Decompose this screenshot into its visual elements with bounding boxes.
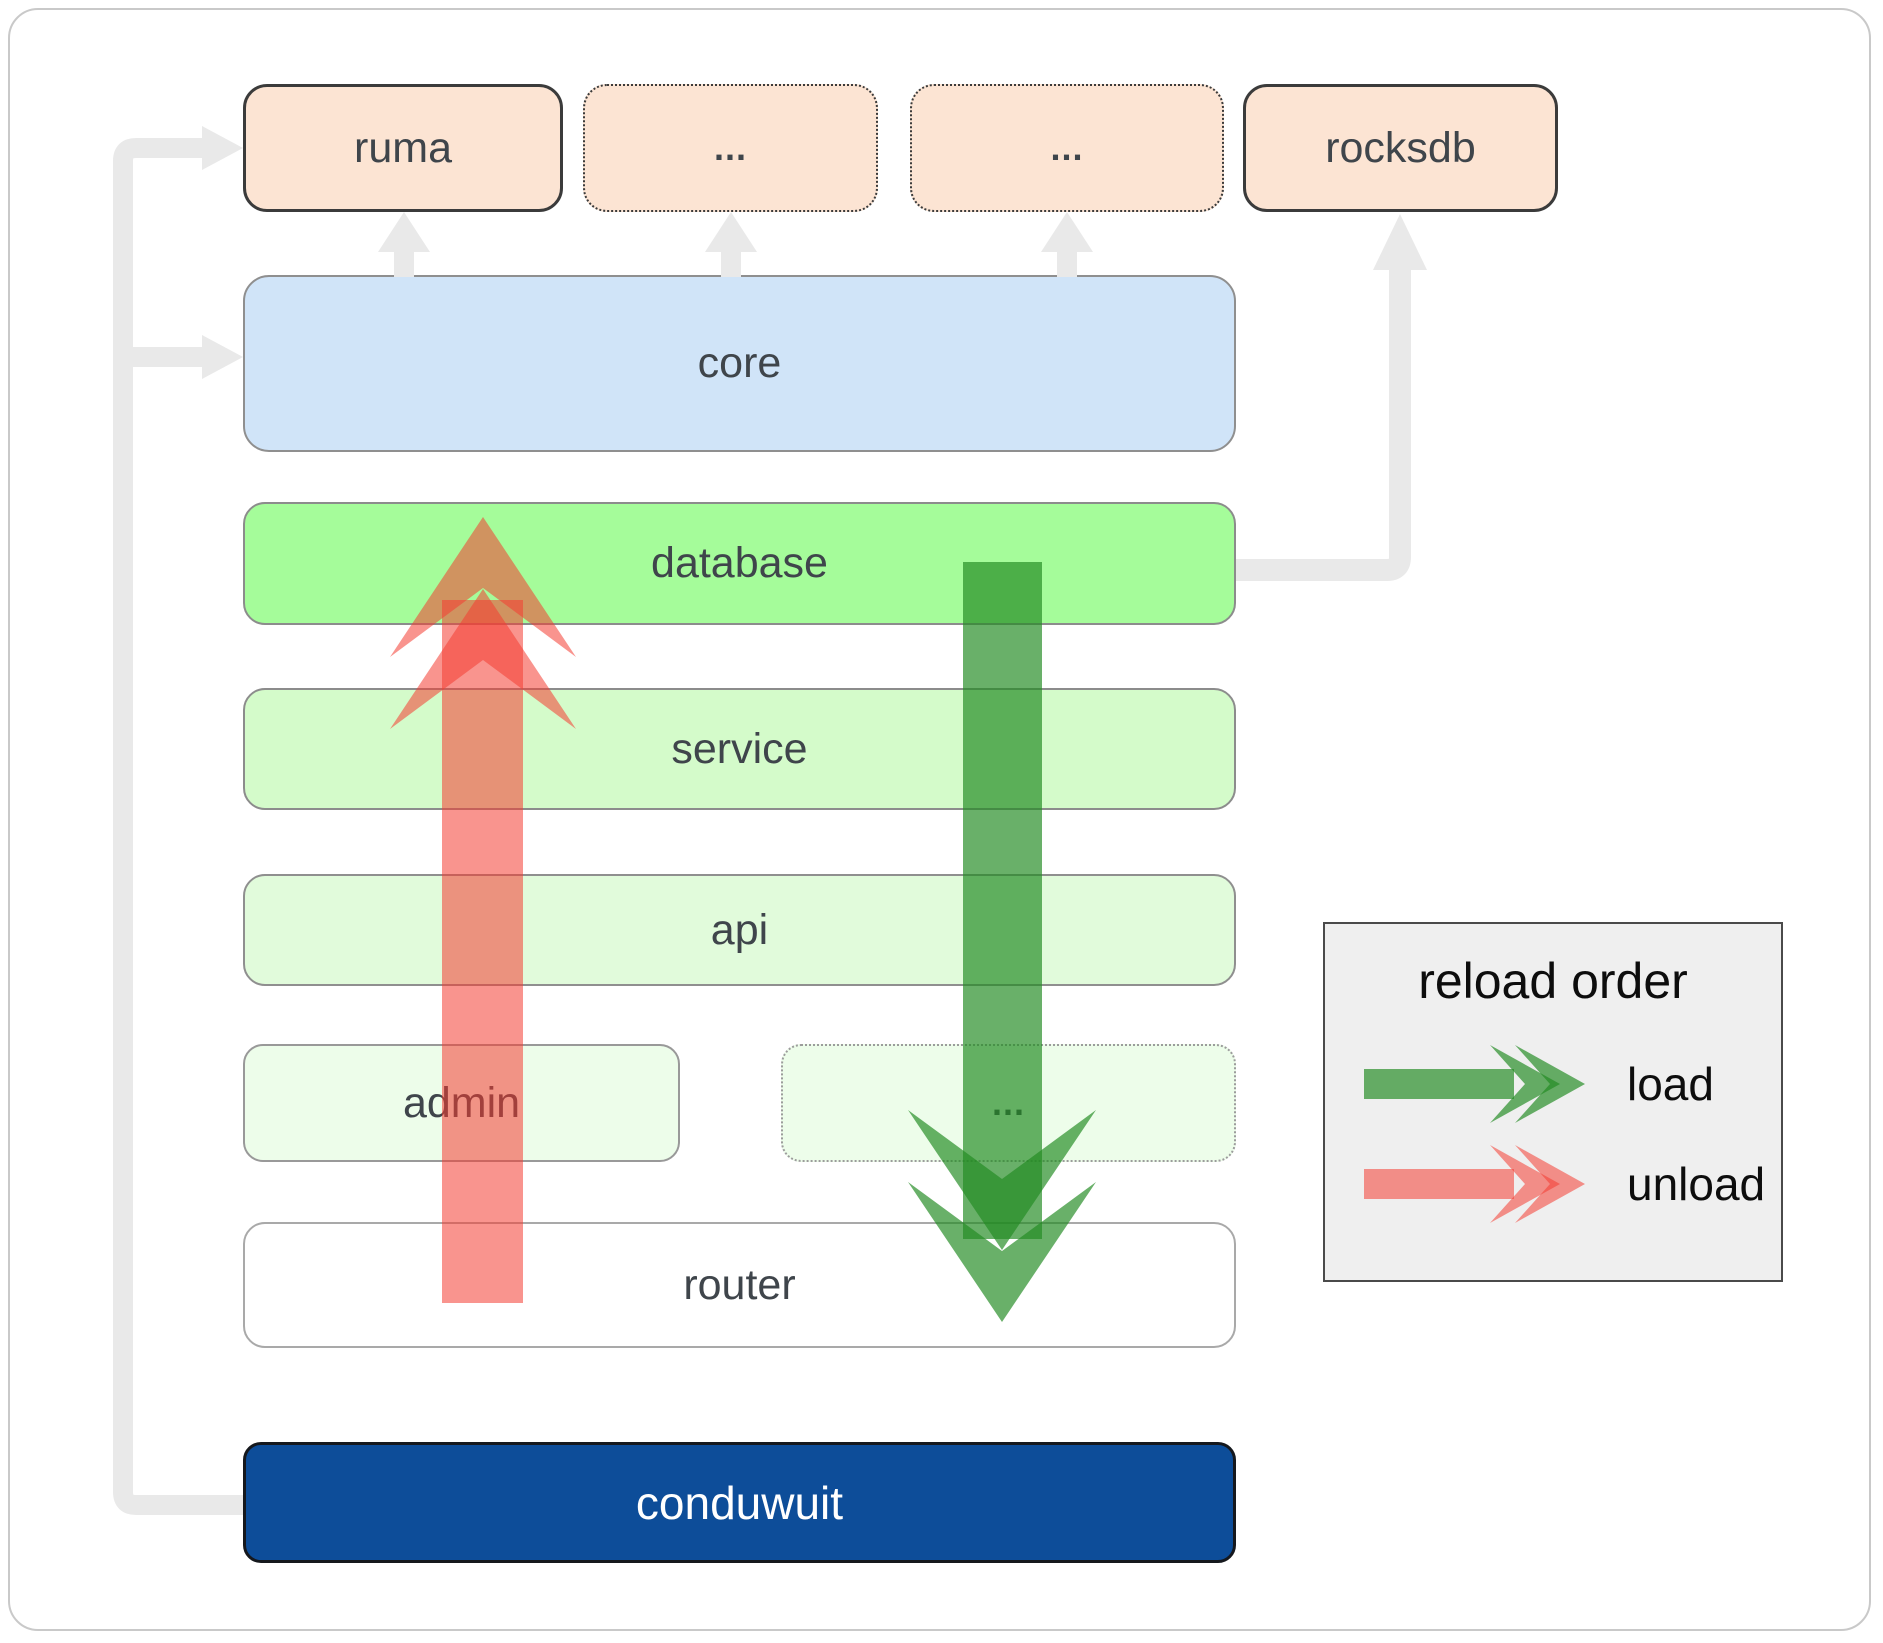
legend-unload-label: unload [1627,1158,1766,1210]
node-service-label: service [671,724,808,773]
unload-arrow-icon [1364,1145,1585,1223]
legend-title: reload order [1418,953,1688,1009]
node-ruma: ruma [243,84,563,212]
node-admin-label: admin [402,1078,521,1127]
node-more-deps-2: ... [910,84,1224,212]
node-database-label: database [651,539,828,587]
node-ruma-label: ruma [354,123,452,172]
node-more-deps-1-label: ... [713,127,747,168]
node-core: core [243,275,1236,452]
node-more-services: ... [781,1044,1236,1162]
node-database: database [243,502,1236,625]
node-api-label: api [710,905,769,954]
node-conduwuit: conduwuit [243,1442,1236,1563]
node-rocksdb: rocksdb [1243,84,1558,212]
node-more-services-label: ... [991,1082,1025,1123]
node-admin: admin [243,1044,680,1162]
legend-row-load: load [1364,1044,1714,1124]
node-router-label: router [683,1260,796,1309]
diagram-border [8,8,1871,1631]
load-arrow-icon [1364,1045,1585,1123]
node-router: router [243,1222,1236,1348]
node-more-deps-1: ... [583,84,878,212]
legend: reload order load unload [1323,922,1783,1282]
node-api: api [243,874,1236,986]
node-rocksdb-label: rocksdb [1325,123,1476,172]
node-core-label: core [697,339,782,387]
legend-load-label: load [1627,1058,1714,1110]
node-more-deps-2-label: ... [1050,127,1084,168]
legend-row-unload: unload [1364,1144,1765,1224]
node-service: service [243,688,1236,810]
node-conduwuit-label: conduwuit [635,1476,844,1529]
